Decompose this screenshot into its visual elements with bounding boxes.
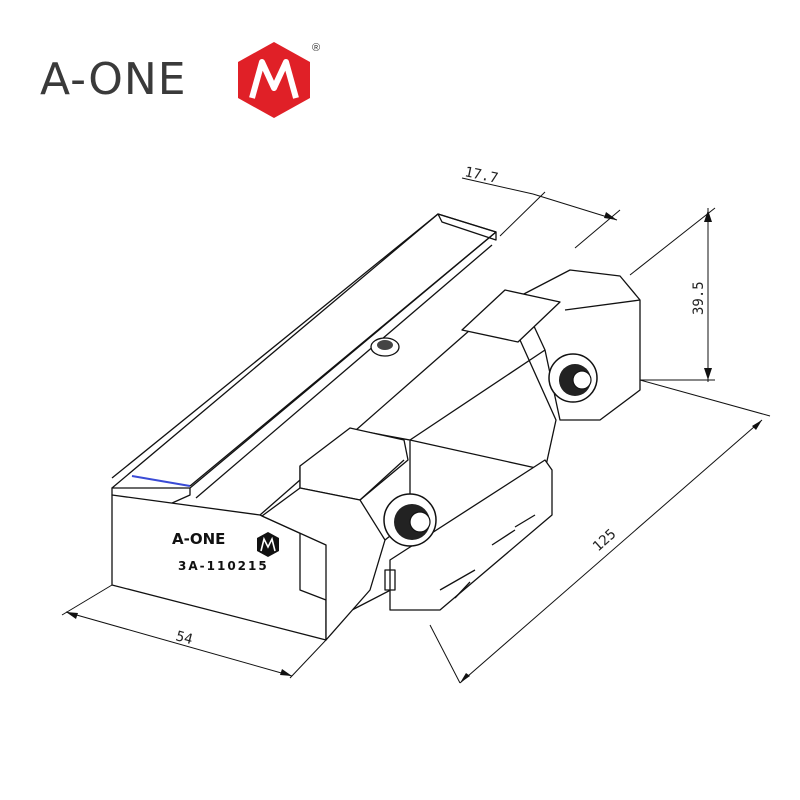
dimension-height-label: 39.5 — [691, 281, 707, 315]
part-marking: A-ONE 3A-110215 — [172, 530, 279, 573]
registered-mark: ® — [312, 42, 321, 54]
dimension-width-label: 54 — [174, 628, 194, 648]
rear-screw-icon — [548, 353, 598, 403]
dimension-depth-label: 17.7 — [463, 164, 499, 187]
dimension-length-label: 125 — [590, 526, 620, 555]
part-number: 3A-110215 — [178, 559, 269, 573]
front-screw-icon — [383, 493, 437, 547]
part-logo-text: A-ONE — [172, 530, 225, 548]
locating-pin-icon — [370, 337, 400, 357]
dimension-lines — [61, 177, 771, 684]
brand-logo-icon — [238, 42, 310, 118]
part-body — [111, 213, 641, 641]
brand-name: A-ONE — [40, 54, 187, 105]
part-logo-icon — [257, 532, 279, 557]
dimension-arrows — [66, 210, 762, 683]
